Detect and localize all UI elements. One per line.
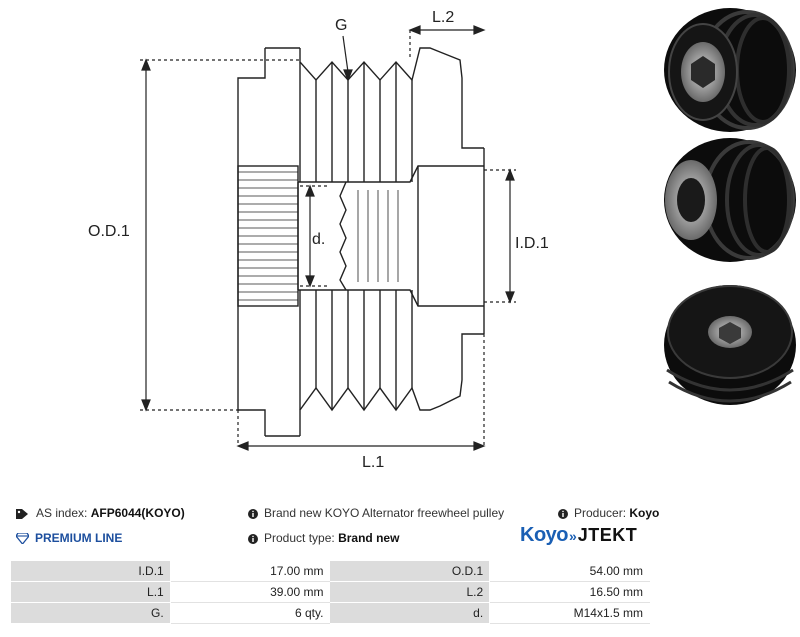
spec-value: 39.00 mm (169, 581, 331, 603)
tags-icon (16, 508, 28, 519)
spec-label: O.D.1 (329, 560, 491, 582)
spec-label: L.2 (329, 581, 491, 603)
product-type-value: Brand new (338, 531, 400, 545)
pulley-photo-rear (664, 285, 796, 405)
diamond-icon (16, 533, 29, 545)
d-label: d. (312, 231, 325, 248)
product-type: Product type: Brand new (248, 531, 399, 545)
groove-pointer (342, 35, 349, 73)
spec-value: 17.00 mm (169, 560, 331, 582)
groove-label: G (335, 17, 347, 34)
spec-value: 54.00 mm (489, 560, 650, 582)
spec-value: 16.50 mm (489, 581, 650, 603)
od-label: O.D.1 (88, 223, 130, 240)
hub-outline (237, 48, 266, 436)
pulley-photos (664, 8, 796, 405)
product-type-label: Product type: (264, 531, 335, 545)
description-text: Brand new KOYO Alternator freewheel pull… (264, 506, 505, 520)
jtekt-logo-text: JTEKT (577, 525, 638, 545)
as-index: AS index: AFP6044(KOYO) (16, 506, 185, 520)
spec-label: d. (329, 602, 491, 624)
table-row: I.D.1 17.00 mm O.D.1 54.00 mm (10, 560, 650, 582)
as-index-label: AS index: (36, 506, 88, 520)
pulley-photo-angle (664, 138, 796, 262)
l2-label: L.2 (432, 9, 454, 26)
pulley-technical-drawing: G L.2 O.D.1 d. I.D.1 L.1 (88, 9, 549, 471)
thread-profile (339, 181, 347, 291)
premium-line-label: PREMIUM LINE (35, 531, 123, 545)
info-icon (248, 533, 258, 544)
producer: Producer: Koyo (558, 506, 659, 520)
koyo-logo-text: Koyo (520, 524, 569, 546)
table-row: G. 6 qty. d. M14x1.5 mm (10, 602, 650, 624)
info-icon (248, 508, 258, 519)
spec-value: 6 qty. (169, 602, 331, 624)
chevron-icon: » (569, 528, 577, 544)
table-row: L.1 39.00 mm L.2 16.50 mm (10, 581, 650, 603)
description: Brand new KOYO Alternator freewheel pull… (248, 506, 504, 520)
l1-label: L.1 (362, 454, 384, 471)
producer-value: Koyo (629, 506, 660, 520)
as-index-value: AFP6044(KOYO) (90, 506, 185, 520)
pulley-photo-front (664, 8, 796, 132)
info-icon (558, 508, 568, 519)
spec-value: M14x1.5 mm (489, 602, 650, 624)
id-label: I.D.1 (515, 235, 549, 252)
specs-table: I.D.1 17.00 mm O.D.1 54.00 mm L.1 39.00 … (10, 560, 650, 624)
groove-profile-top (299, 47, 484, 149)
spec-label: I.D.1 (10, 560, 171, 582)
spec-label: G. (10, 602, 171, 624)
premium-line: PREMIUM LINE (16, 531, 122, 545)
groove-profile-bottom (299, 333, 484, 436)
producer-label: Producer: (574, 506, 627, 520)
spec-label: L.1 (10, 581, 171, 603)
koyo-jtekt-logo: Koyo»JTEKT (520, 524, 637, 547)
